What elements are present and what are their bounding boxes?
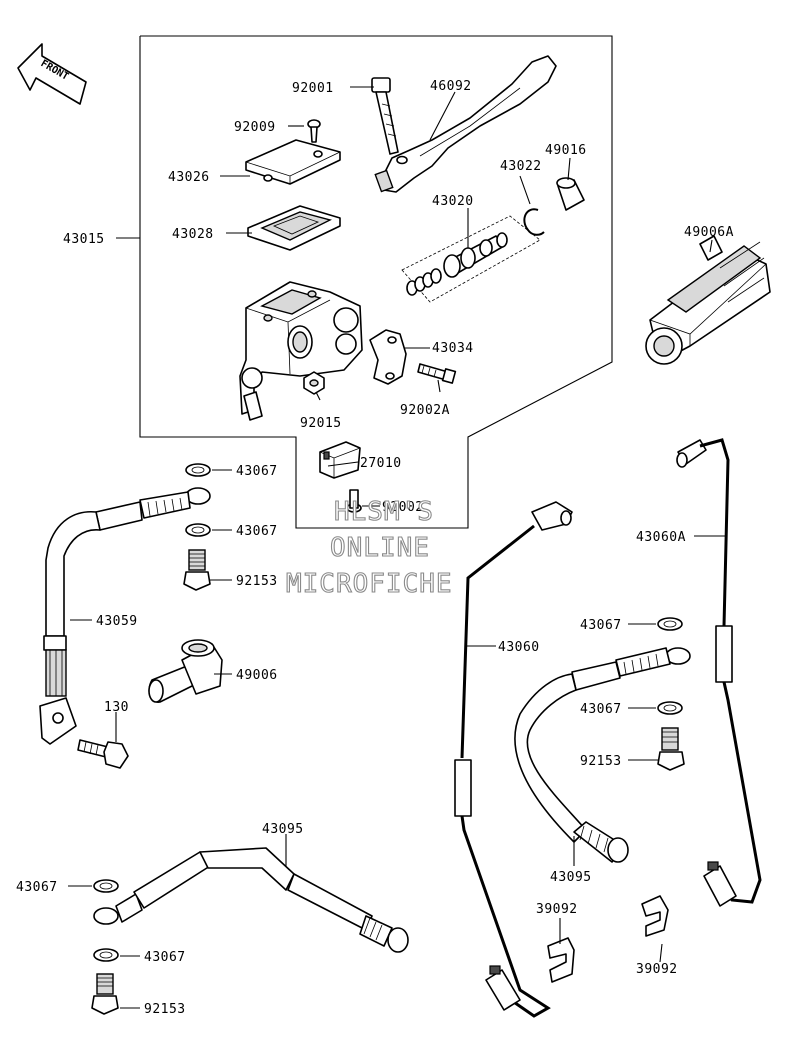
washer-d	[657, 701, 683, 715]
label-92015: 92015	[300, 416, 342, 431]
front-arrow-icon: FRONT	[17, 43, 87, 105]
master-cylinder-body	[239, 281, 363, 421]
washer-f	[93, 948, 119, 962]
part-labels: 92001 46092 92009 43026 43022 49016 4302…	[16, 79, 734, 1017]
hose-elbow-49006	[148, 639, 223, 703]
label-43067-f: 43067	[144, 950, 186, 965]
brake-pipe-43060A	[676, 438, 762, 907]
label-43060A: 43060A	[636, 530, 686, 545]
dust-boot	[556, 177, 585, 211]
label-27010: 27010	[360, 456, 402, 471]
piston-kit	[401, 215, 541, 303]
washer-e	[93, 879, 119, 893]
label-130: 130	[104, 700, 129, 715]
watermark: HLSM'S ONLINE MICROFICHE	[285, 496, 453, 599]
label-43067-e: 43067	[16, 880, 58, 895]
label-92153-a: 92153	[236, 574, 278, 589]
label-49006: 49006	[236, 668, 278, 683]
switch-screw	[346, 489, 362, 513]
label-92153-b: 92153	[580, 754, 622, 769]
label-46092: 46092	[430, 79, 472, 94]
label-92153-c: 92153	[144, 1002, 186, 1017]
banjo-bolt-b	[657, 727, 685, 771]
brake-pipe-43060	[454, 501, 573, 1018]
label-43022: 43022	[500, 159, 542, 174]
label-43028: 43028	[172, 227, 214, 242]
label-39092-a: 39092	[536, 902, 578, 917]
label-43026: 43026	[168, 170, 210, 185]
brake-hose-43095-right	[514, 647, 691, 863]
washer-b	[185, 523, 211, 537]
circlip	[523, 208, 545, 236]
label-43067-c: 43067	[580, 618, 622, 633]
washer-a	[185, 463, 211, 477]
banjo-bolt-a	[183, 549, 211, 591]
label-49016: 49016	[545, 143, 587, 158]
cap-screw	[307, 119, 321, 143]
washer-c	[657, 617, 683, 631]
reservoir-cap	[245, 139, 341, 185]
label-43015: 43015	[63, 232, 105, 247]
label-43067-d: 43067	[580, 702, 622, 717]
clutch-hose-43059	[39, 487, 211, 745]
diaphragm	[247, 205, 341, 251]
assembly-outline	[139, 35, 613, 529]
label-49006A: 49006A	[684, 225, 734, 240]
label-43060: 43060	[498, 640, 540, 655]
label-43059: 43059	[96, 614, 138, 629]
pipe-clip-b	[641, 895, 669, 937]
brake-lever	[374, 55, 557, 193]
label-43020: 43020	[432, 194, 474, 209]
bolt-130	[77, 739, 129, 769]
clamp-bolt	[417, 363, 457, 384]
banjo-bolt-c	[91, 973, 119, 1015]
brake-light-switch	[319, 441, 361, 479]
pipe-clip-a	[547, 937, 575, 983]
watermark-line-2: ONLINE	[330, 533, 430, 563]
label-39092-b: 39092	[636, 962, 678, 977]
label-92002A: 92002A	[400, 403, 450, 418]
handlebar-clamp	[369, 329, 407, 385]
brake-hose-43095-left	[93, 847, 409, 953]
label-92001: 92001	[292, 81, 334, 96]
label-92009: 92009	[234, 120, 276, 135]
label-43095-b: 43095	[550, 870, 592, 885]
label-43067-a: 43067	[236, 464, 278, 479]
label-43067-b: 43067	[236, 524, 278, 539]
label-92002: 92002	[382, 500, 424, 515]
watermark-line-1: HLSM'S	[334, 497, 434, 527]
watermark-line-3: MICROFICHE	[286, 569, 453, 599]
pivot-bolt	[371, 77, 399, 155]
label-43034: 43034	[432, 341, 474, 356]
nut-92015	[303, 371, 325, 395]
switch-cover	[645, 235, 771, 365]
label-43095-a: 43095	[262, 822, 304, 837]
leader-lines	[68, 86, 726, 1009]
